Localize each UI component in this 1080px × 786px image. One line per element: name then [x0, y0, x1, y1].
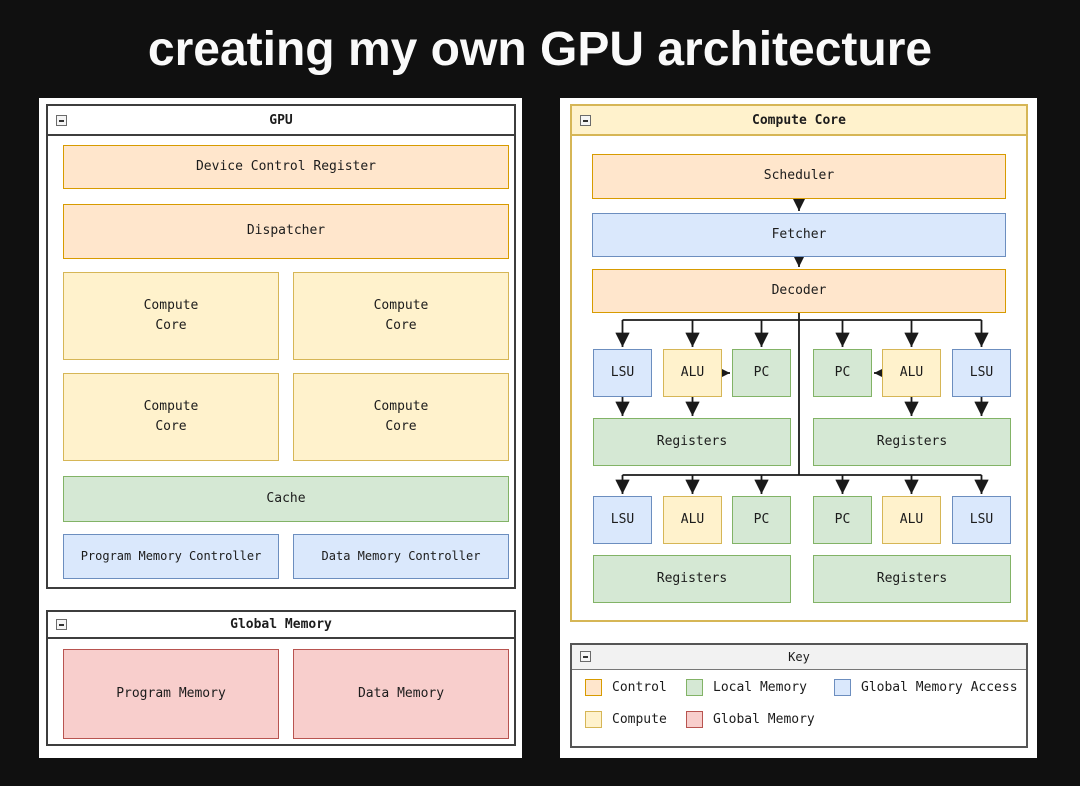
decoder-box: Decoder: [592, 269, 1006, 313]
global-memory-panel: Global Memory Program Memory Data Memory: [46, 610, 516, 746]
global-memory-panel-title: Global Memory: [230, 617, 332, 632]
compute-core-box-1: Compute Core: [63, 272, 279, 360]
registers-box: Registers: [813, 555, 1011, 603]
compute-core-panel-header: Compute Core: [572, 106, 1026, 136]
lsu-box: LSU: [593, 496, 652, 544]
legend-item-compute: Compute: [585, 711, 667, 728]
pc-box: PC: [732, 496, 791, 544]
legend-label: Global Memory Access: [861, 680, 1018, 695]
key-panel-title: Key: [788, 650, 810, 664]
registers-box: Registers: [593, 418, 791, 466]
compute-swatch: [585, 711, 602, 728]
legend-item-control: Control: [585, 679, 667, 696]
legend-item-global-memory-access: Global Memory Access: [834, 679, 1018, 696]
lsu-box: LSU: [952, 496, 1011, 544]
compute-core-box-2: Compute Core: [293, 272, 509, 360]
control-swatch: [585, 679, 602, 696]
collapse-icon[interactable]: [580, 115, 591, 126]
pc-box: PC: [813, 496, 872, 544]
alu-box: ALU: [882, 349, 941, 397]
data-memory-controller-box: Data Memory Controller: [293, 534, 509, 579]
dispatcher-box: Dispatcher: [63, 204, 509, 259]
compute-core-box-3: Compute Core: [63, 373, 279, 461]
device-control-register-box: Device Control Register: [63, 145, 509, 189]
program-memory-controller-box: Program Memory Controller: [63, 534, 279, 579]
key-panel: Key Control Local Memory Global Memory A…: [570, 643, 1028, 748]
legend-label: Compute: [612, 712, 667, 727]
local-memory-swatch: [686, 679, 703, 696]
data-memory-box: Data Memory: [293, 649, 509, 739]
lsu-box: LSU: [593, 349, 652, 397]
pc-box: PC: [732, 349, 791, 397]
lsu-box: LSU: [952, 349, 1011, 397]
collapse-icon[interactable]: [56, 115, 67, 126]
gpu-panel: GPU Device Control Register Dispatcher C…: [46, 104, 516, 589]
registers-box: Registers: [813, 418, 1011, 466]
alu-box: ALU: [663, 349, 722, 397]
legend-label: Global Memory: [713, 712, 815, 727]
legend-label: Local Memory: [713, 680, 807, 695]
left-diagram-card: GPU Device Control Register Dispatcher C…: [39, 98, 522, 758]
gpu-panel-title: GPU: [269, 112, 293, 128]
page-title: creating my own GPU architecture: [147, 22, 933, 76]
global-memory-access-swatch: [834, 679, 851, 696]
alu-box: ALU: [882, 496, 941, 544]
legend-label: Control: [612, 680, 667, 695]
collapse-icon[interactable]: [56, 619, 67, 630]
legend-item-global-memory: Global Memory: [686, 711, 815, 728]
scheduler-box: Scheduler: [592, 154, 1006, 199]
pc-box: PC: [813, 349, 872, 397]
program-memory-box: Program Memory: [63, 649, 279, 739]
gpu-panel-header: GPU: [48, 106, 514, 136]
global-memory-panel-header: Global Memory: [48, 612, 514, 639]
fetcher-box: Fetcher: [592, 213, 1006, 257]
compute-core-panel: Compute Core: [570, 104, 1028, 622]
collapse-icon[interactable]: [580, 651, 591, 662]
legend-item-local-memory: Local Memory: [686, 679, 807, 696]
compute-core-panel-title: Compute Core: [752, 112, 846, 128]
compute-core-box-4: Compute Core: [293, 373, 509, 461]
cache-box: Cache: [63, 476, 509, 522]
right-diagram-card: Compute Core: [560, 98, 1037, 758]
alu-box: ALU: [663, 496, 722, 544]
global-memory-swatch: [686, 711, 703, 728]
key-panel-header: Key: [572, 645, 1026, 670]
registers-box: Registers: [593, 555, 791, 603]
